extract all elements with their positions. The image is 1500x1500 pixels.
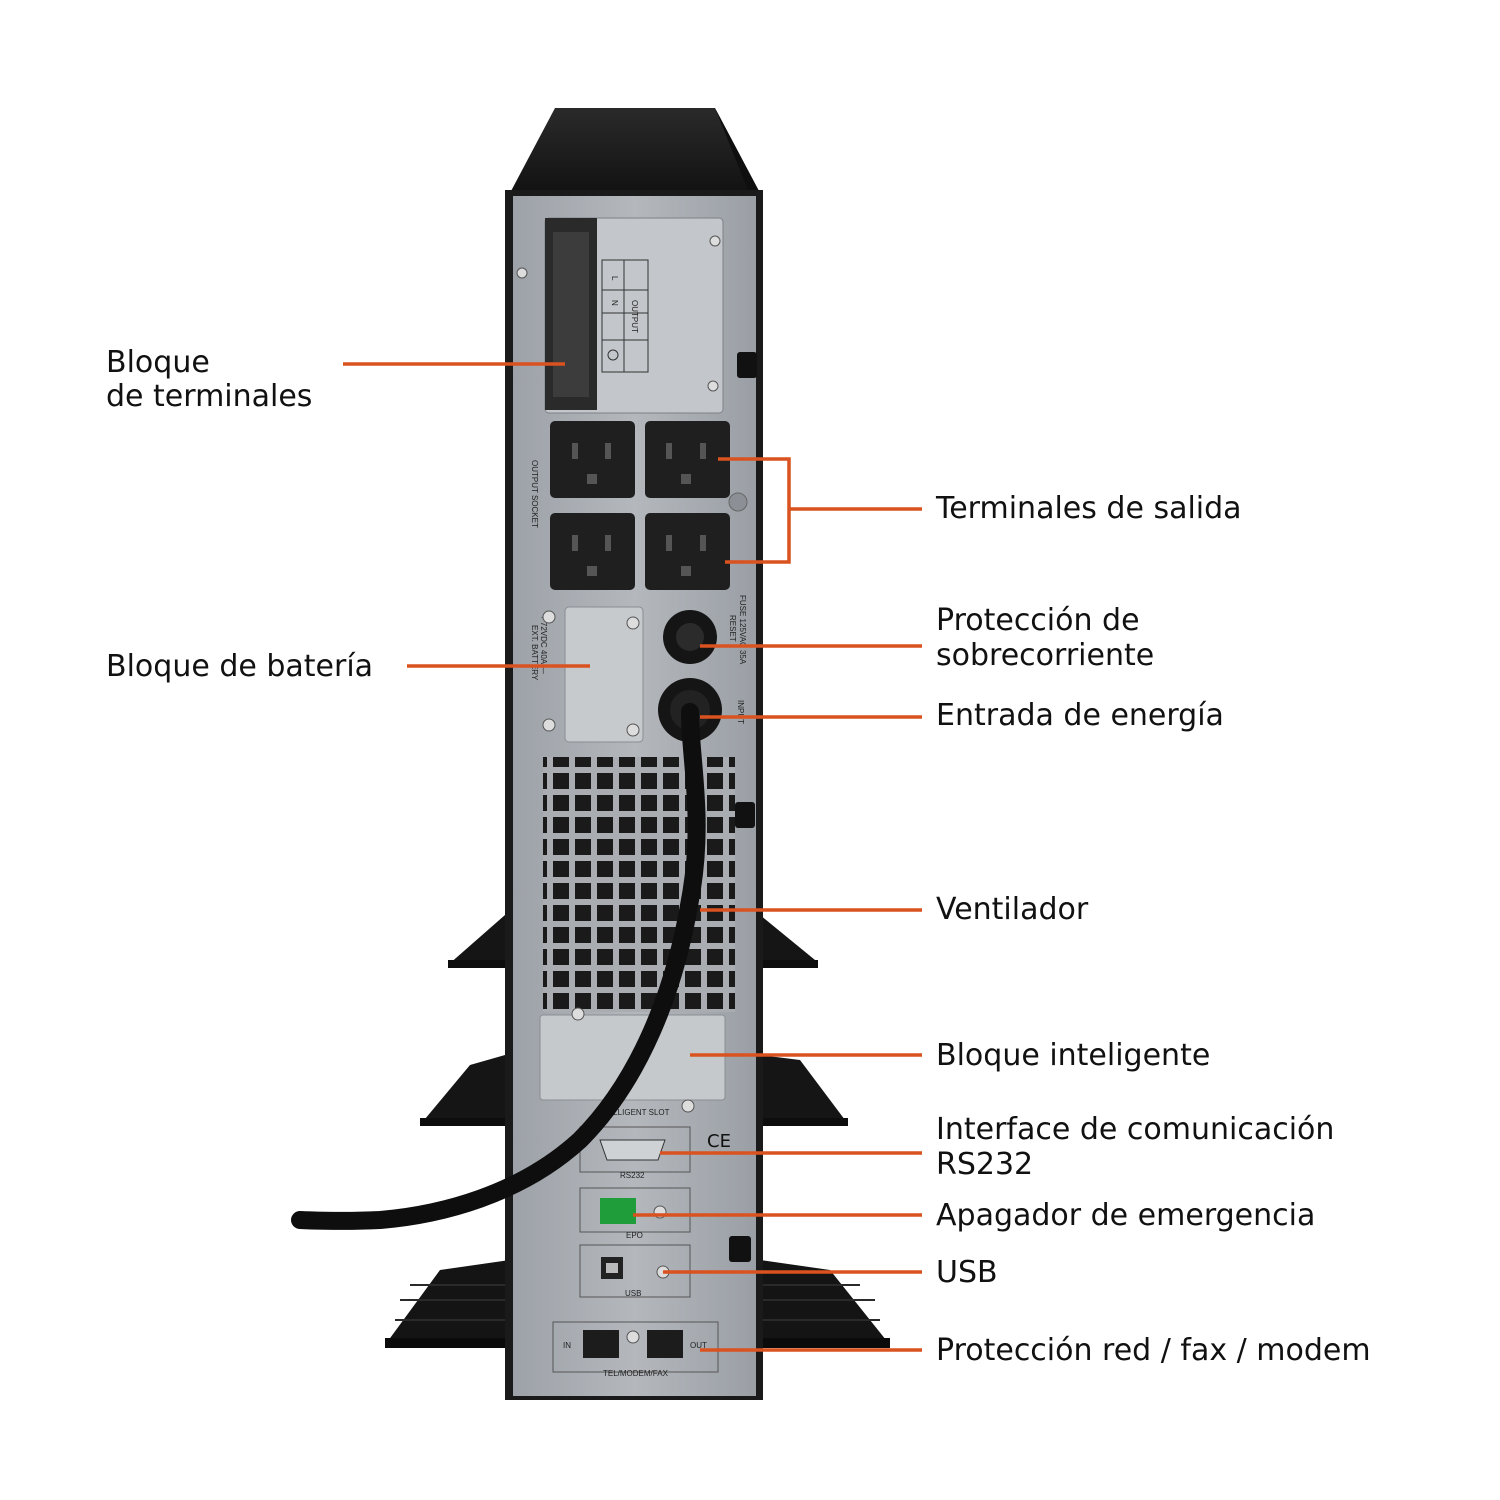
output-sockets: OUTPUT SOCKET xyxy=(530,421,748,590)
terminal-output-label: OUTPUT xyxy=(630,300,639,333)
screw-icon xyxy=(542,610,556,624)
screw-icon xyxy=(542,718,556,732)
screw-icon xyxy=(681,1099,695,1113)
callout-labels: Bloque de terminales Terminales de salid… xyxy=(106,345,1371,1368)
overcurrent-protection: FUSE 125VAC 35A RESET xyxy=(663,595,747,665)
rs232-port: RS232 xyxy=(579,1126,691,1180)
terminal-block: OUTPUT L N xyxy=(516,217,724,414)
screw-icon xyxy=(516,267,528,279)
tel-modem-fax-label: TEL/MODEM/FAX xyxy=(603,1369,669,1378)
label-output-sockets: Terminales de salida xyxy=(935,491,1242,526)
screw-icon xyxy=(707,380,719,392)
intelligent-slot-label: INTELLIGENT SLOT xyxy=(595,1108,670,1117)
screw-icon xyxy=(626,723,640,737)
rs232-label: RS232 xyxy=(620,1171,645,1180)
output-socket xyxy=(550,421,635,498)
ext-battery-label: EXT. BATTERY xyxy=(530,625,539,681)
output-socket-label: OUTPUT SOCKET xyxy=(530,460,539,528)
label-rs232-line2: RS232 xyxy=(936,1147,1033,1182)
rj-port-in xyxy=(583,1330,619,1358)
label-terminal-block-line2: de terminales xyxy=(106,379,312,414)
label-overcurrent-line1: Protección de xyxy=(936,603,1140,638)
label-epo: Apagador de emergencia xyxy=(936,1198,1315,1233)
output-socket xyxy=(645,513,730,590)
screw-icon xyxy=(626,1330,640,1344)
label-rs232-line1: Interface de comunicación xyxy=(936,1112,1334,1147)
label-network: Protección red / fax / modem xyxy=(936,1333,1371,1368)
ground-icon xyxy=(607,349,619,361)
label-battery-block: Bloque de batería xyxy=(106,649,373,684)
battery-rating-label: + 72VDC 40A — xyxy=(539,615,548,674)
label-terminal-block-line1: Bloque xyxy=(106,345,210,380)
usb-port: USB xyxy=(579,1244,691,1298)
reset-label: RESET xyxy=(728,615,737,642)
power-cable xyxy=(291,703,706,1230)
screw-icon xyxy=(626,616,640,630)
fuse-label: FUSE 125VAC 35A xyxy=(738,595,747,665)
screw-icon xyxy=(709,235,721,247)
output-socket xyxy=(645,421,730,498)
terminal-n-label: N xyxy=(610,300,619,306)
label-fan: Ventilador xyxy=(936,892,1089,927)
label-smart-block: Bloque inteligente xyxy=(936,1038,1210,1073)
terminal-l-label: L xyxy=(610,276,619,281)
label-usb: USB xyxy=(936,1255,998,1290)
input-label: INPUT xyxy=(736,700,745,724)
epo-label: EPO xyxy=(626,1231,643,1240)
label-overcurrent-line2: sobrecorriente xyxy=(936,638,1154,673)
mount-bracket xyxy=(735,802,755,828)
fan-grill xyxy=(543,757,735,1012)
epo-connector xyxy=(600,1198,636,1224)
leader-lines xyxy=(343,362,922,1352)
epo-port: EPO xyxy=(579,1187,691,1240)
screw-icon xyxy=(728,492,748,512)
screw-icon xyxy=(571,1007,585,1021)
label-power-input: Entrada de energía xyxy=(936,698,1224,733)
network-out-label: OUT xyxy=(690,1341,707,1350)
network-in-label: IN xyxy=(563,1341,571,1350)
usb-label: USB xyxy=(625,1289,641,1298)
mount-bracket xyxy=(729,1236,751,1262)
rj-port-out xyxy=(647,1330,683,1358)
battery-block: + 72VDC 40A — EXT. BATTERY xyxy=(530,606,644,743)
mount-bracket xyxy=(737,352,757,378)
network-ports: IN OUT TEL/MODEM/FAX xyxy=(552,1321,719,1378)
output-socket xyxy=(550,513,635,590)
ce-mark: CE xyxy=(707,1131,731,1152)
